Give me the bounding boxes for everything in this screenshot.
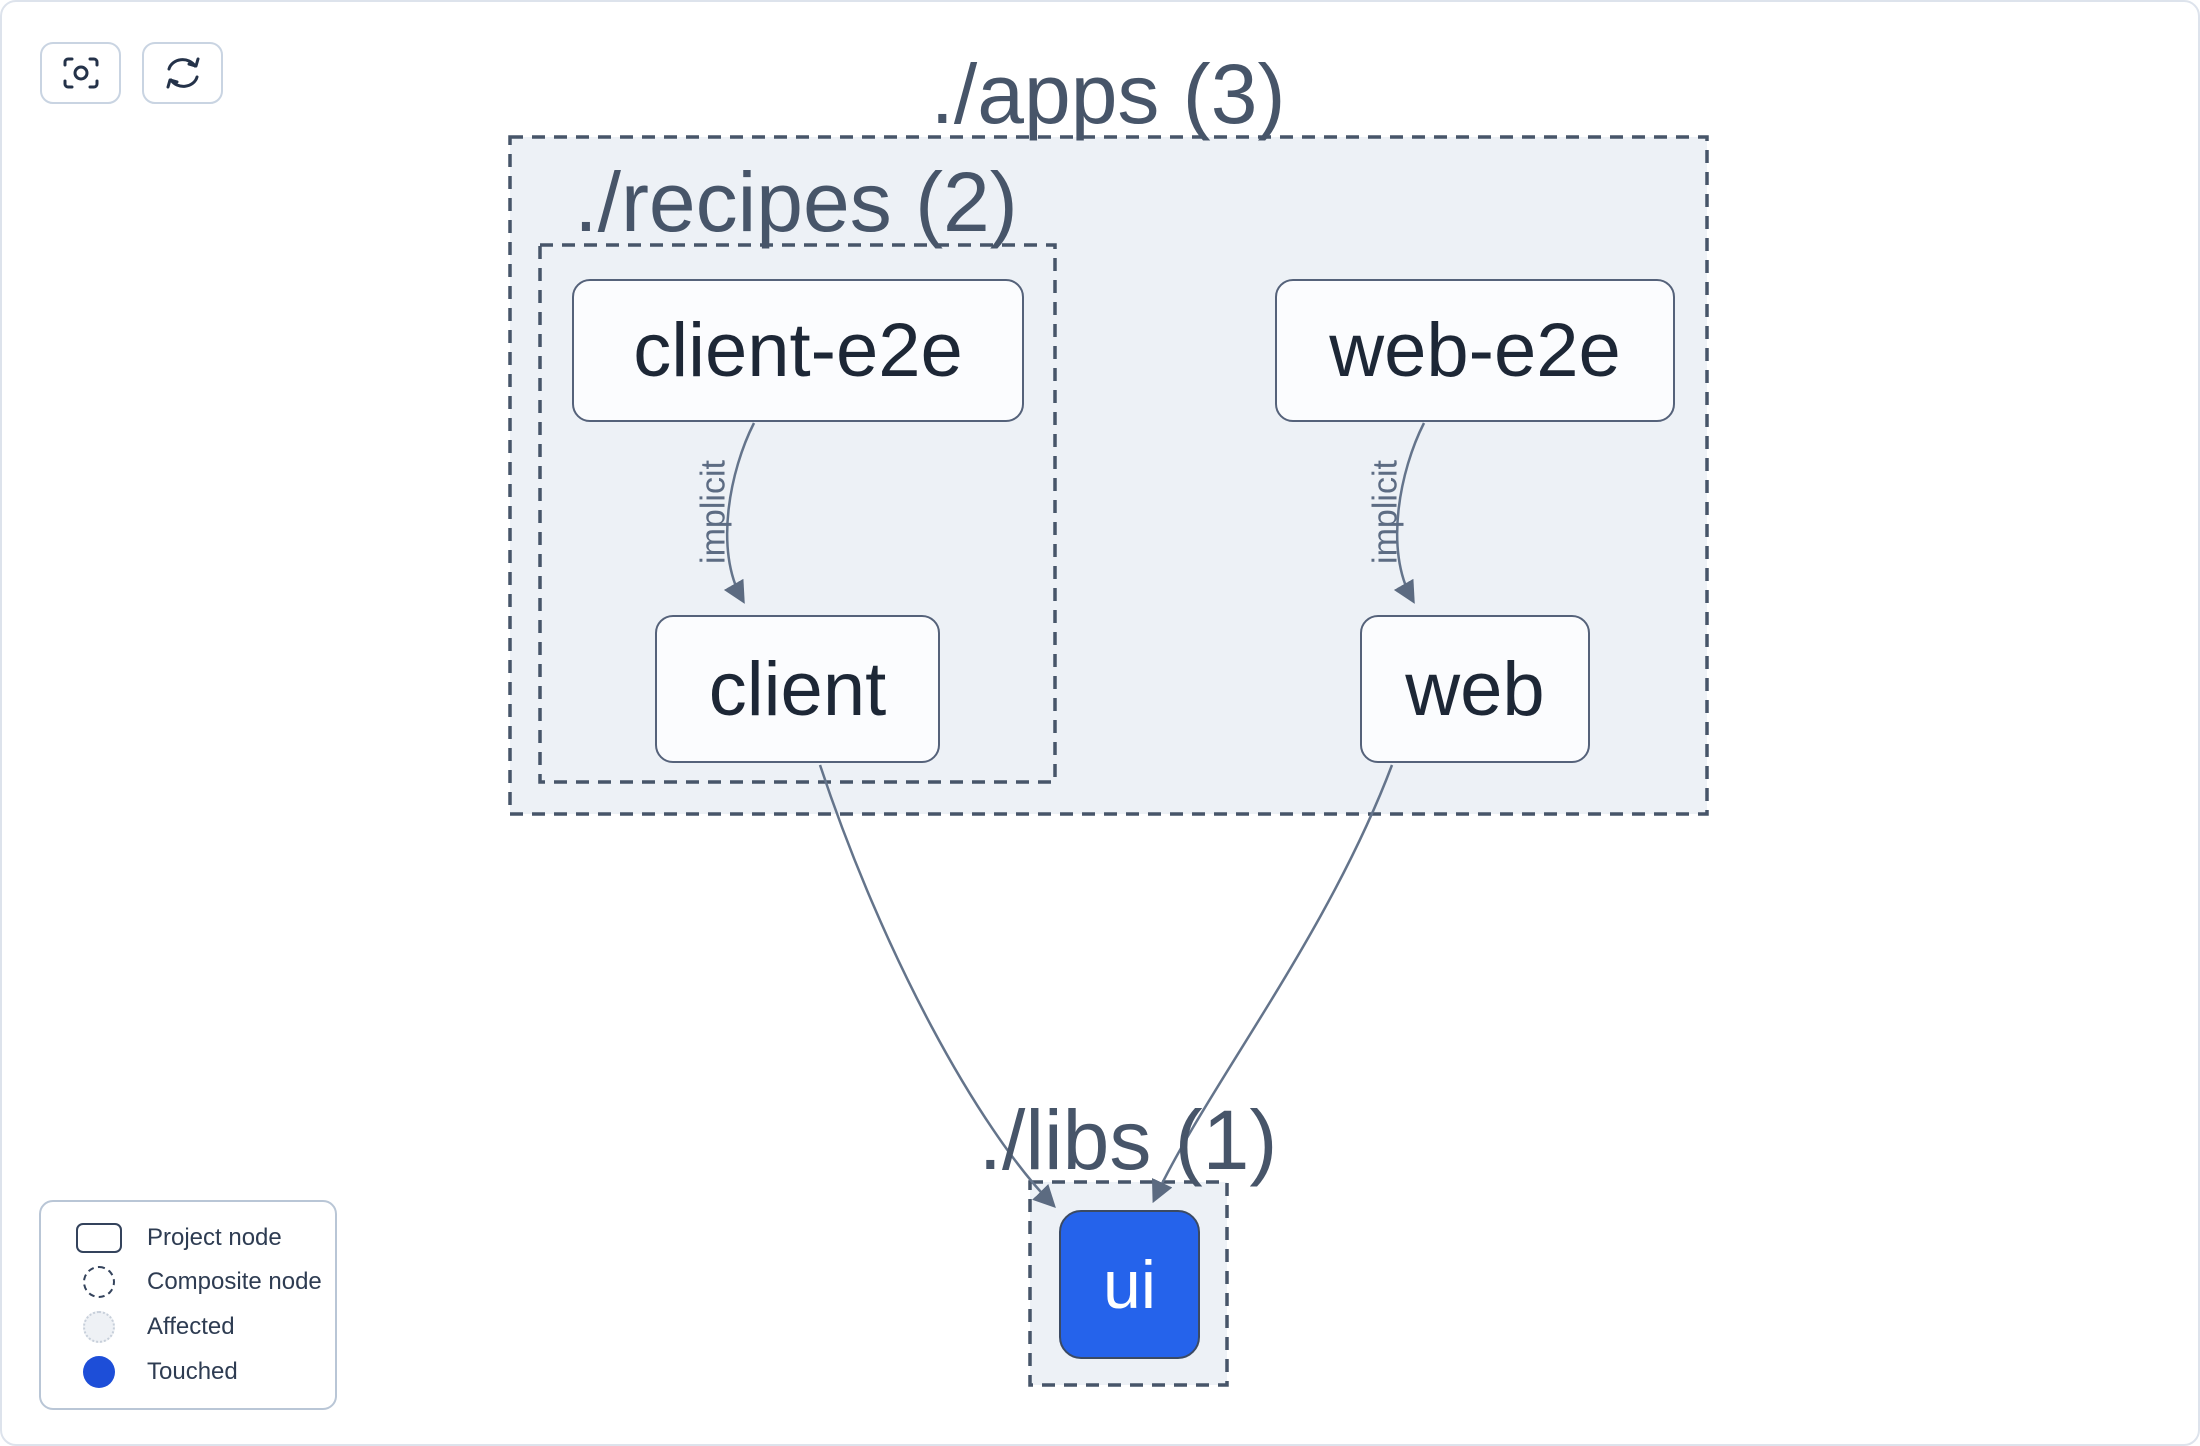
- legend-item-label: Affected: [147, 1312, 235, 1340]
- legend-item-composite-node: Composite node: [51, 1265, 325, 1298]
- legend-item-label: Project node: [147, 1223, 282, 1251]
- touched-swatch-icon: [83, 1355, 115, 1388]
- edge-client-to-ui: [818, 764, 1056, 1209]
- edge-client-e2e-to-client: [723, 422, 756, 604]
- legend-item-label: Touched: [147, 1357, 238, 1385]
- node-ui[interactable]: ui: [1059, 1210, 1200, 1359]
- composite-node-swatch-icon: [83, 1265, 115, 1298]
- composite-label-apps[interactable]: ./apps (3): [930, 47, 1286, 141]
- node-client[interactable]: client: [655, 615, 940, 763]
- node-web-e2e[interactable]: web-e2e: [1275, 279, 1675, 422]
- edge-web-e2e-to-web: [1393, 422, 1426, 604]
- composite-label-libs[interactable]: ./libs (1): [978, 1093, 1278, 1187]
- node-web[interactable]: web: [1360, 615, 1590, 763]
- refresh-button[interactable]: [142, 42, 223, 104]
- composite-label-recipes[interactable]: ./recipes (2): [574, 155, 1018, 249]
- node-client-e2e[interactable]: client-e2e: [572, 279, 1024, 422]
- legend-item-project-node: Project node: [51, 1222, 325, 1253]
- affected-swatch-icon: [83, 1310, 115, 1343]
- focus-button[interactable]: [40, 42, 121, 104]
- project-node-swatch-icon: [76, 1222, 122, 1253]
- toolbar: [40, 42, 223, 104]
- legend-item-affected: Affected: [51, 1310, 325, 1343]
- refresh-icon: [163, 55, 203, 91]
- legend: Project node Composite node Affected Tou…: [39, 1200, 337, 1410]
- legend-item-label: Composite node: [147, 1267, 322, 1295]
- edge-web-to-ui: [1151, 764, 1394, 1204]
- legend-item-touched: Touched: [51, 1355, 325, 1388]
- focus-icon: [62, 56, 100, 90]
